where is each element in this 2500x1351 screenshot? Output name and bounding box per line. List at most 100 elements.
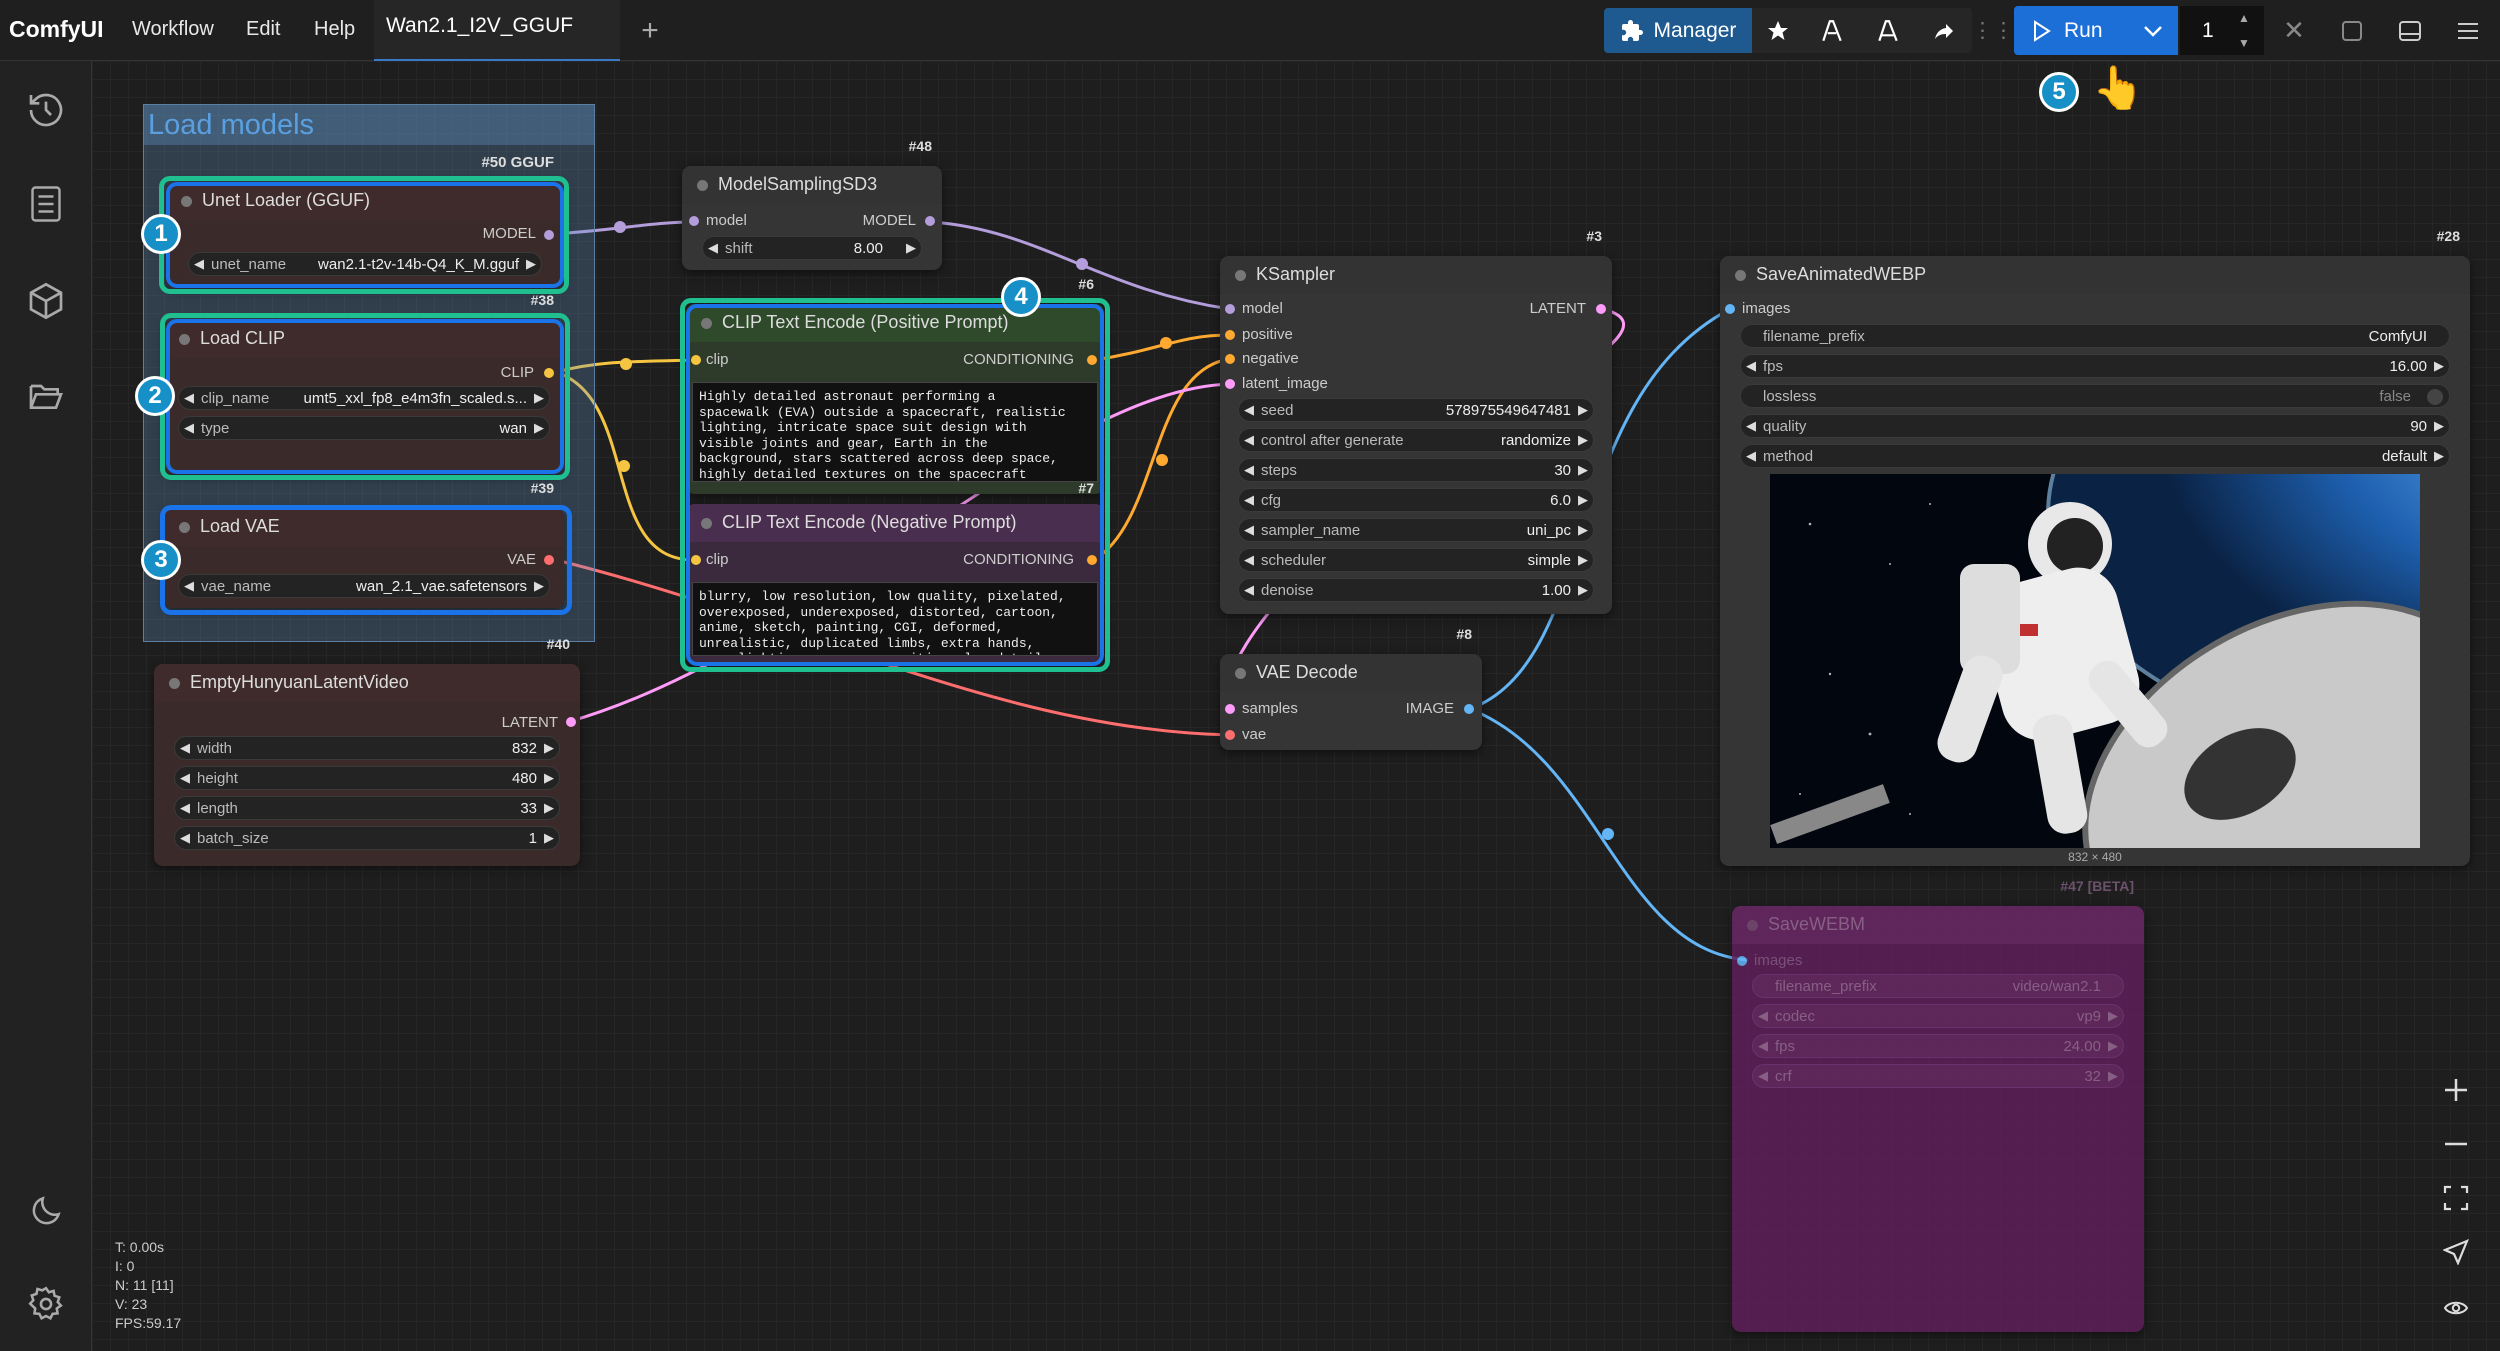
- node-empty-latent-video[interactable]: EmptyHunyuanLatentVideo #40 LATENT ◀widt…: [154, 636, 580, 866]
- input-port[interactable]: [1725, 304, 1735, 314]
- node-save-webm[interactable]: SaveWEBM #47 [BETA] images filename_pref…: [1732, 878, 2144, 1332]
- node-save-animated-webp[interactable]: SaveAnimatedWEBP #28 images filename_pre…: [1720, 228, 2470, 866]
- input-port[interactable]: [1737, 956, 1747, 966]
- node-clip-text-negative[interactable]: CLIP Text Encode (Negative Prompt) #7 cl…: [686, 480, 1104, 662]
- input-port-negative[interactable]: [1225, 354, 1235, 364]
- output-port[interactable]: [566, 717, 576, 727]
- menu-workflow[interactable]: Workflow: [132, 18, 214, 40]
- input-port-latent[interactable]: [1225, 379, 1235, 389]
- zoom-in-button[interactable]: [2430, 1064, 2482, 1116]
- input-port-positive[interactable]: [1225, 330, 1235, 340]
- node-id: #28: [2436, 228, 2460, 244]
- output-label: MODEL: [482, 225, 536, 242]
- ext-button-1[interactable]: [1804, 8, 1860, 53]
- new-tab-button[interactable]: +: [641, 13, 659, 47]
- output-label: CONDITIONING: [963, 351, 1074, 368]
- highlight-2-inner: [166, 319, 564, 474]
- zoom-out-button[interactable]: [2430, 1118, 2482, 1170]
- model-library-button[interactable]: [20, 275, 72, 327]
- theme-toggle-button[interactable]: [20, 1185, 72, 1237]
- node-id: #7: [1078, 480, 1094, 496]
- output-port[interactable]: [1464, 704, 1474, 714]
- bottom-panel-button[interactable]: [2388, 5, 2432, 56]
- workflows-button[interactable]: [20, 370, 72, 422]
- star-button[interactable]: [1752, 8, 1804, 53]
- node-ksampler[interactable]: KSampler #3 model positive negative late…: [1220, 228, 1612, 614]
- workflow-tab[interactable]: Wan2.1_I2V_GGUF: [374, 0, 620, 61]
- input-label-model: model: [1242, 300, 1283, 317]
- toggle-links-button[interactable]: [2430, 1282, 2482, 1334]
- group-title: Load models: [148, 109, 315, 141]
- output-port[interactable]: [1596, 304, 1606, 314]
- output-port[interactable]: [1087, 355, 1097, 365]
- output-port[interactable]: [1087, 555, 1097, 565]
- fit-view-button[interactable]: [2430, 1172, 2482, 1224]
- input-port-samples[interactable]: [1225, 704, 1235, 714]
- menu-help[interactable]: Help: [314, 18, 356, 40]
- prompt-textarea[interactable]: Highly detailed astronaut performing a s…: [692, 382, 1098, 482]
- close-icon[interactable]: ✕: [2283, 15, 2305, 45]
- input-port-model[interactable]: [1225, 304, 1235, 314]
- queue-count-input[interactable]: 1: [2180, 6, 2264, 55]
- plus-icon: [2445, 1079, 2467, 1101]
- node-clip-text-positive[interactable]: CLIP Text Encode (Positive Prompt) #6 cl…: [686, 276, 1104, 494]
- list-icon: [31, 186, 61, 222]
- node-library-button[interactable]: [20, 178, 72, 230]
- decrement-icon[interactable]: ▼: [2238, 36, 2250, 50]
- manager-button[interactable]: Manager: [1604, 8, 1752, 53]
- pan-mode-button[interactable]: [2430, 1226, 2482, 1278]
- input-port-vae[interactable]: [1225, 730, 1235, 740]
- output-preview-image[interactable]: [1770, 474, 2420, 848]
- input-port[interactable]: [689, 216, 699, 226]
- input-port[interactable]: [691, 555, 701, 565]
- settings-button[interactable]: [20, 1278, 72, 1330]
- share-button[interactable]: [1916, 8, 1972, 53]
- node-vae-decode[interactable]: VAE Decode #8 samples vae IMAGE: [1220, 626, 1482, 750]
- prompt-textarea[interactable]: blurry, low resolution, low quality, pix…: [692, 582, 1098, 656]
- output-port[interactable]: [925, 216, 935, 226]
- link-msd3-ksampler: [931, 220, 1231, 311]
- output-port[interactable]: [544, 230, 554, 240]
- output-port[interactable]: [544, 555, 554, 565]
- menu-edit[interactable]: Edit: [246, 18, 281, 40]
- queue-history-button[interactable]: [20, 84, 72, 136]
- output-port[interactable]: [544, 368, 554, 378]
- node-title: SaveAnimatedWEBP: [1756, 264, 1927, 284]
- ext-button-2[interactable]: [1860, 8, 1916, 53]
- input-port[interactable]: [691, 355, 701, 365]
- hamburger-menu-button[interactable]: [2446, 5, 2490, 56]
- run-dropdown-button[interactable]: [2128, 6, 2178, 55]
- node-unet-loader[interactable]: Unet Loader (GGUF) #50 GGUF MODEL ◀unet_…: [166, 154, 564, 288]
- increment-icon[interactable]: ▲: [2238, 11, 2250, 25]
- focus-mode-button[interactable]: [2330, 5, 2374, 56]
- drag-handle-icon[interactable]: ⋮⋮: [1972, 19, 2014, 42]
